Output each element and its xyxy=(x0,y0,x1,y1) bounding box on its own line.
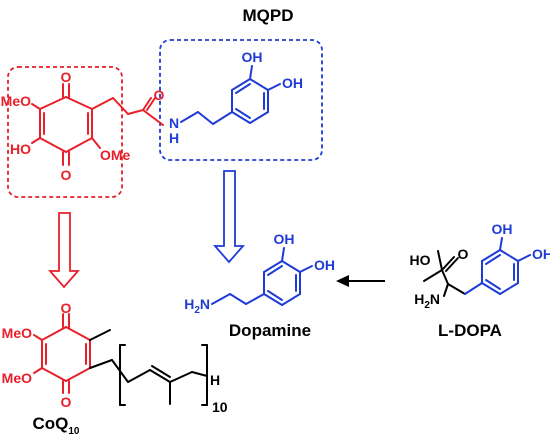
mqpd-hydroxy-left: HO xyxy=(10,141,31,157)
coq10-repeat-count: 10 xyxy=(212,399,228,415)
dopamine-label: Dopamine xyxy=(229,321,311,340)
mqpd-methoxy-left: MeO xyxy=(1,93,31,109)
mqpd-bottom-oxygen: O xyxy=(61,167,72,183)
mqpd-methoxy-right: OMe xyxy=(100,147,131,163)
mqpd-catechol-fragment xyxy=(180,65,281,125)
mqpd-quinone-fragment xyxy=(31,83,114,166)
quinone-highlight-box xyxy=(7,66,123,198)
mqpd-linker-fragment xyxy=(112,97,156,115)
ldopa-structure xyxy=(423,237,531,297)
coq10-label: CoQ10 xyxy=(32,414,79,437)
mqpd-amide-oxygen: O xyxy=(154,87,165,103)
ldopa-amino-group: H2N xyxy=(414,291,440,311)
coq10-structure xyxy=(33,313,208,406)
ldopa-hydroxy-right: OH xyxy=(532,246,550,262)
mqpd-amide-nitrogen: N xyxy=(169,115,179,131)
dopamine-hydroxy-right: OH xyxy=(314,257,335,273)
dopamine-highlight-box xyxy=(159,39,323,161)
coq10-chain-hydrogen: H xyxy=(210,372,220,388)
mqpd-amide-bond xyxy=(142,109,164,126)
coq10-methoxy-top: MeO xyxy=(2,325,32,341)
arrow-to-dopamine xyxy=(213,170,245,264)
ldopa-hydroxy-top: OH xyxy=(492,221,513,237)
mqpd-amide-hydrogen: H xyxy=(169,130,179,146)
ldopa-carbonyl-oxygen: O xyxy=(458,246,469,262)
ldopa-acid-hydroxy: HO xyxy=(410,252,431,268)
arrow-ldopa-to-dopamine xyxy=(336,275,385,287)
coq10-top-oxygen: O xyxy=(61,300,72,316)
dopamine-hydroxy-top: OH xyxy=(274,231,295,247)
dopamine-structure xyxy=(211,247,313,306)
arrow-to-coq10 xyxy=(48,212,80,289)
mqpd-hydroxy-top: OH xyxy=(242,49,263,65)
mqpd-title: MQPD xyxy=(243,6,294,25)
coq10-methoxy-bottom: MeO xyxy=(2,370,32,386)
mqpd-top-oxygen: O xyxy=(61,69,72,85)
coq10-bottom-oxygen: O xyxy=(61,394,72,410)
ldopa-label: L-DOPA xyxy=(438,321,502,340)
dopamine-amino-group: H2N xyxy=(184,296,210,316)
mqpd-hydroxy-right: OH xyxy=(282,75,303,91)
